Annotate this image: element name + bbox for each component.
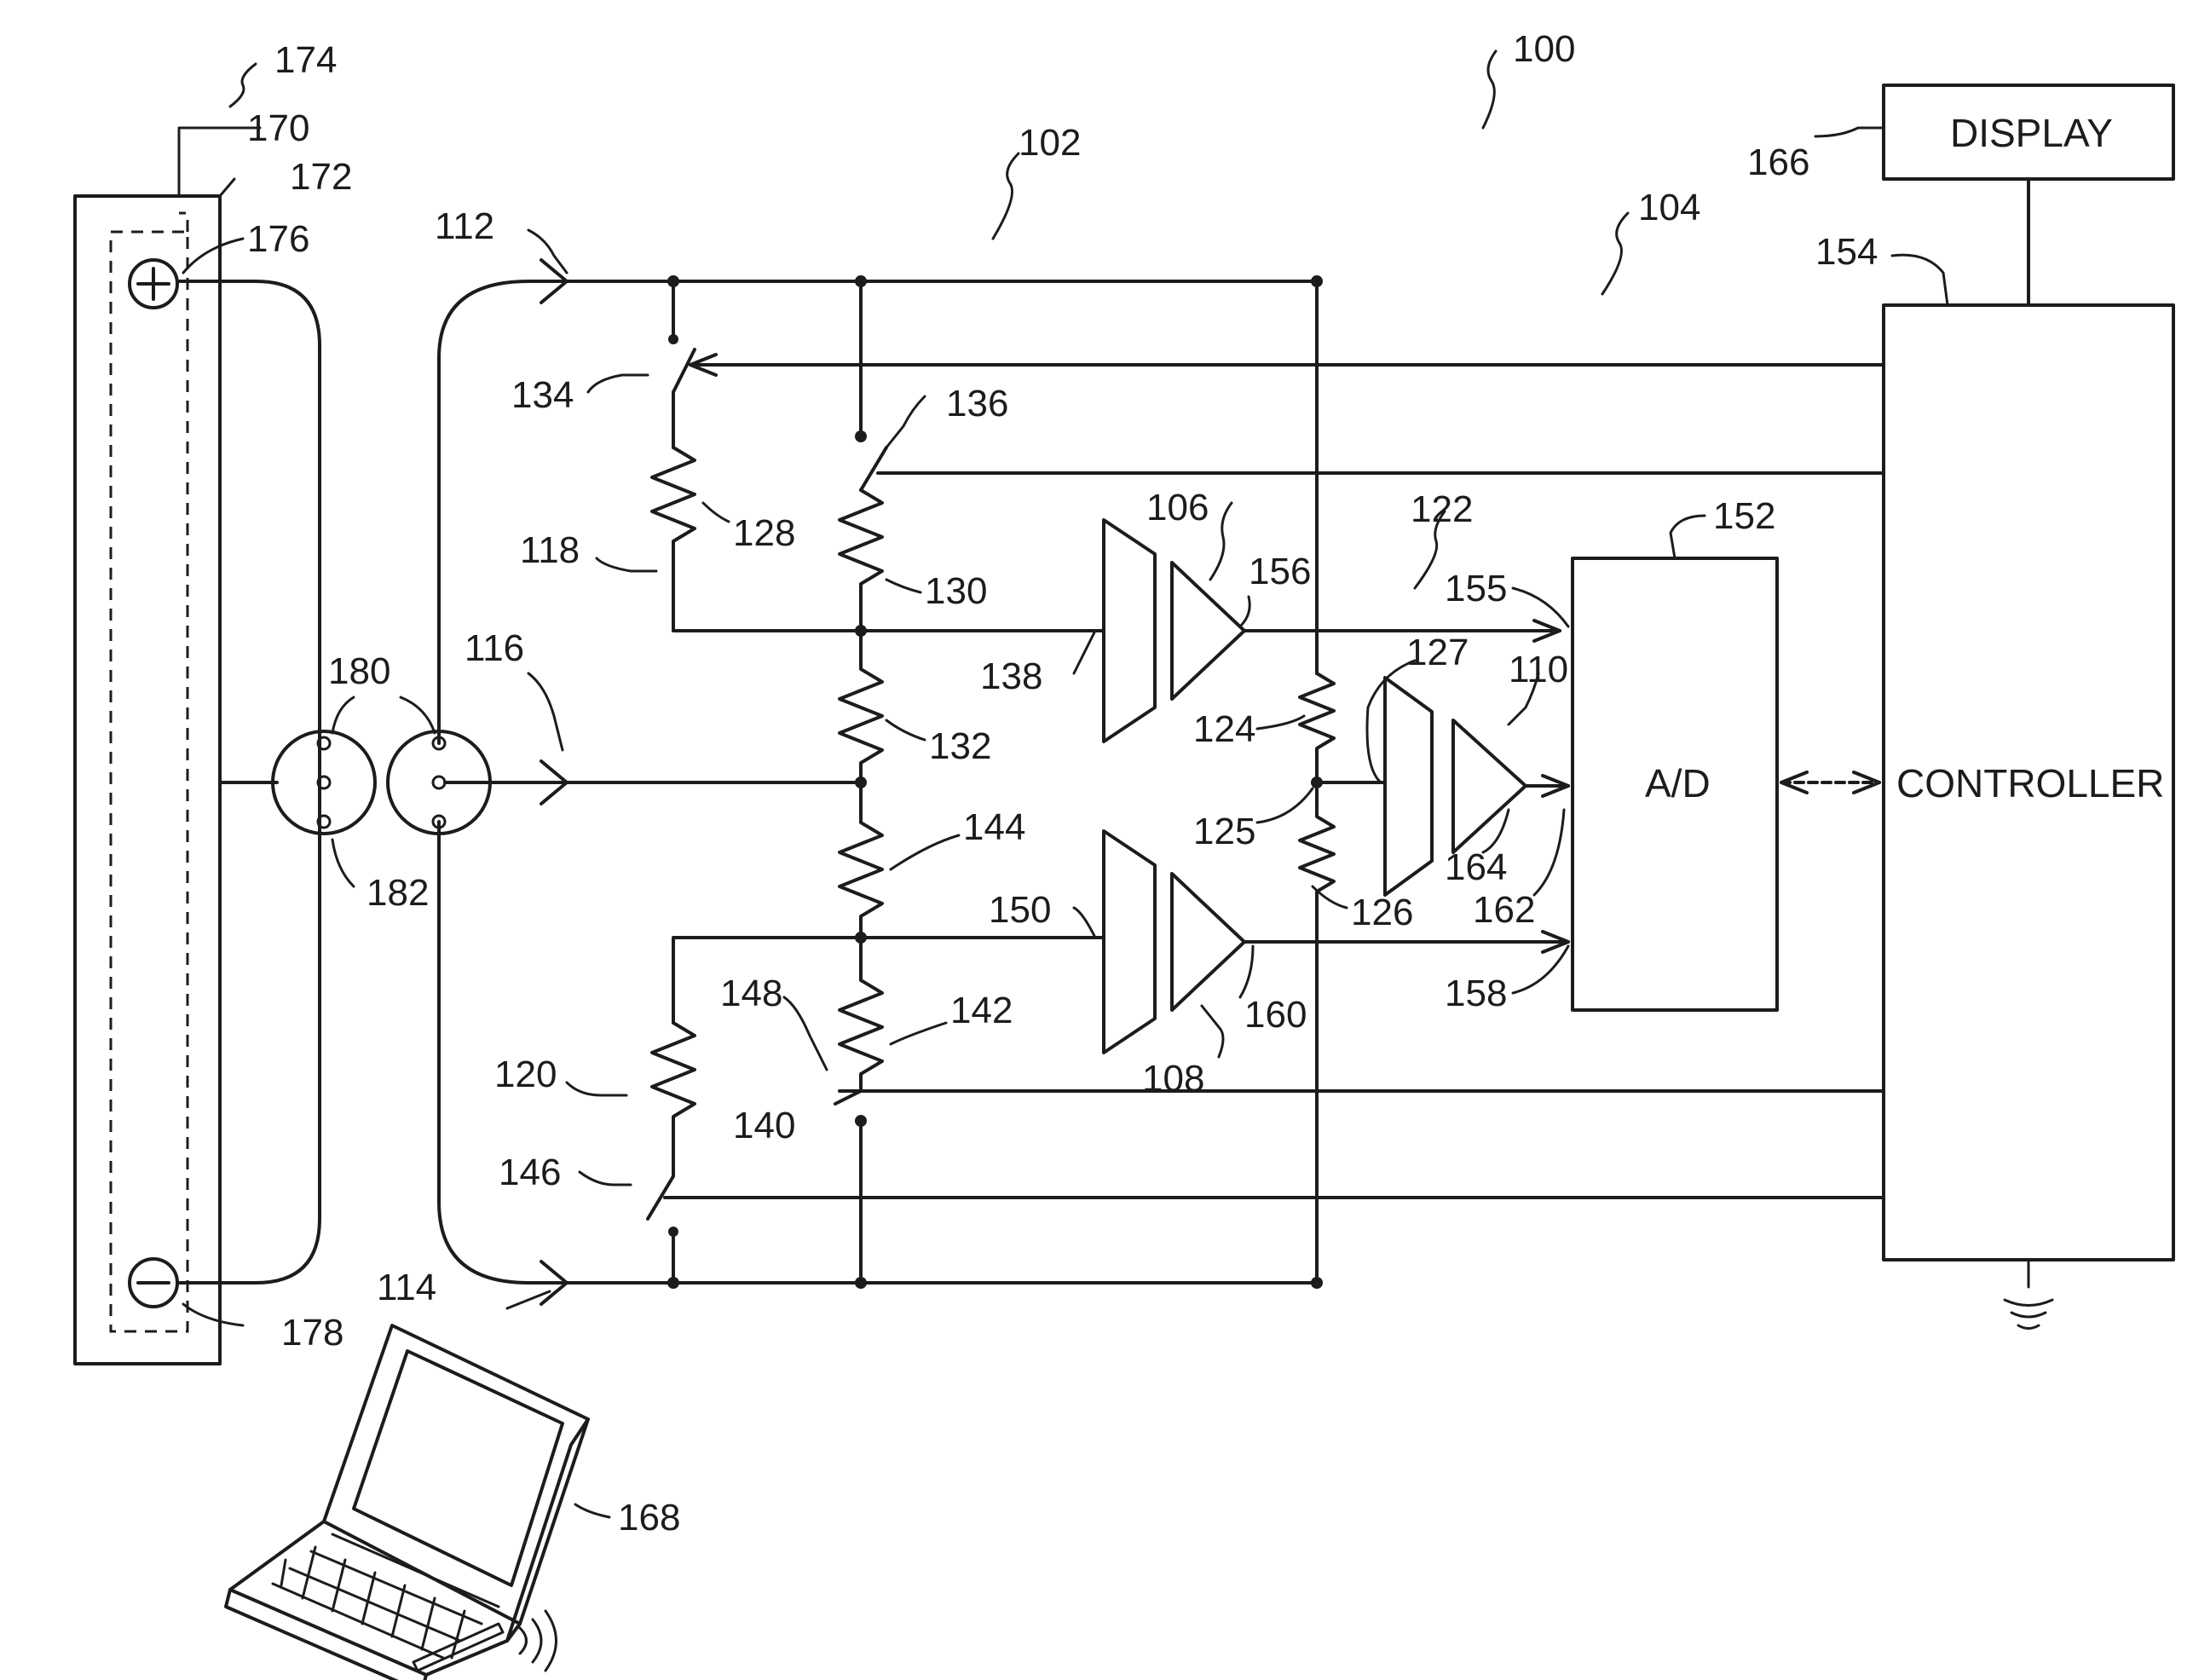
adc-label: A/D — [1645, 761, 1711, 805]
ref-144: 144 — [963, 806, 1025, 848]
ref-114: 114 — [377, 1267, 436, 1308]
switch-136 — [855, 281, 886, 490]
ref-110: 110 — [1509, 649, 1568, 690]
laptop-icon — [226, 1325, 588, 1680]
ref-162: 162 — [1473, 889, 1535, 931]
ref-170: 170 — [247, 107, 309, 149]
ref-132: 132 — [929, 725, 991, 767]
ref-125: 125 — [1193, 811, 1255, 852]
ref-166: 166 — [1747, 141, 1809, 183]
ref-146: 146 — [499, 1152, 561, 1193]
ref-127: 127 — [1406, 632, 1469, 673]
buffer-164 — [1453, 720, 1526, 852]
switch-146 — [648, 1176, 678, 1283]
ref-122: 122 — [1411, 488, 1473, 530]
ref-160: 160 — [1244, 994, 1307, 1036]
lead-112 — [439, 281, 563, 743]
amplifier-127 — [1385, 678, 1432, 895]
ref-154: 154 — [1815, 231, 1878, 273]
ref-152: 152 — [1713, 495, 1775, 537]
amplifier-150 — [1104, 831, 1155, 1053]
ref-106: 106 — [1146, 487, 1209, 528]
ref-155: 155 — [1445, 568, 1507, 609]
resistor-130 — [840, 490, 882, 631]
connector-182 — [273, 731, 375, 834]
ref-148: 148 — [720, 973, 782, 1014]
ref-124: 124 — [1193, 708, 1255, 750]
resistor-132 — [840, 631, 882, 782]
ref-168: 168 — [618, 1497, 680, 1539]
ref-142: 142 — [950, 990, 1013, 1031]
ref-100: 100 — [1513, 28, 1575, 70]
buffer-160 — [1172, 874, 1244, 1010]
ref-176: 176 — [247, 218, 309, 260]
ref-156: 156 — [1249, 551, 1311, 592]
ref-104: 104 — [1638, 187, 1700, 228]
ref-126: 126 — [1351, 892, 1413, 933]
ref-180: 180 — [328, 650, 390, 692]
resistor-124 — [1300, 673, 1334, 782]
ref-112: 112 — [435, 205, 494, 247]
ref-174: 174 — [274, 39, 337, 81]
ref-178: 178 — [281, 1312, 343, 1354]
resistor-144 — [840, 782, 882, 938]
ref-164: 164 — [1445, 846, 1507, 888]
battery-pack — [75, 196, 220, 1364]
ref-138: 138 — [980, 655, 1042, 697]
ref-118: 118 — [520, 529, 580, 571]
buffer-156 — [1172, 563, 1244, 699]
ref-128: 128 — [733, 512, 795, 554]
ref-150: 150 — [989, 889, 1051, 931]
switch-148 — [835, 1091, 867, 1283]
amplifier-138 — [1104, 520, 1155, 742]
ref-116: 116 — [465, 627, 524, 669]
display-label: DISPLAY — [1950, 111, 2113, 155]
ref-158: 158 — [1445, 973, 1507, 1014]
ref-182: 182 — [366, 872, 429, 914]
ref-108: 108 — [1142, 1058, 1204, 1100]
controller-label: CONTROLLER — [1896, 761, 2164, 805]
ref-172: 172 — [290, 156, 352, 198]
ground-symbol — [2005, 1260, 2052, 1329]
ref-120: 120 — [494, 1054, 557, 1095]
resistor-142 — [840, 938, 882, 1091]
resistor-140 — [652, 1023, 695, 1176]
ref-140: 140 — [733, 1105, 795, 1146]
ref-130: 130 — [925, 570, 987, 612]
ref-134: 134 — [511, 374, 574, 416]
ref-136: 136 — [946, 383, 1008, 424]
lead-114 — [439, 822, 563, 1283]
ref-102: 102 — [1019, 122, 1081, 164]
